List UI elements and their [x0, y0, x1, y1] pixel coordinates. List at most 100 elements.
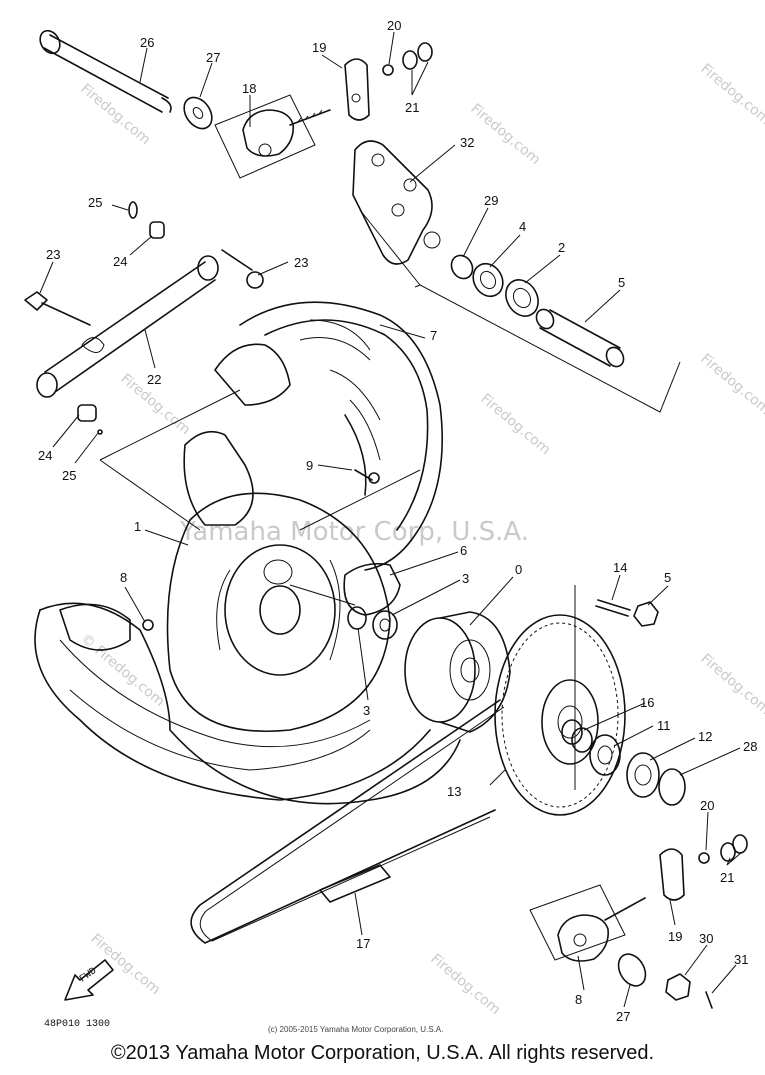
part-label: 8 [120, 570, 127, 585]
watermark: Firedog.com [77, 81, 153, 148]
part-label: 19 [668, 929, 682, 944]
watermark: Firedog.com [697, 651, 765, 718]
collar-29 [450, 254, 474, 280]
spacer-5 [535, 308, 625, 368]
part-label: 4 [519, 219, 526, 234]
part-label: 21 [405, 100, 419, 115]
washer-27 [183, 96, 213, 130]
part-label: 14 [613, 560, 627, 575]
nut-5 [633, 601, 659, 627]
part-label: 3 [363, 703, 370, 718]
plate-19-lower [659, 848, 685, 901]
part-label: 13 [447, 784, 461, 799]
part-label: 17 [356, 936, 370, 951]
part-label: 3 [462, 571, 469, 586]
watermark: Firedog.com [467, 101, 543, 168]
watermark-secondary: © Firedog.com [77, 631, 167, 710]
rear-wheel-1 [34, 430, 461, 805]
nut-30 [665, 973, 691, 1001]
part-label: 7 [430, 328, 437, 343]
collar-3-lower [347, 606, 367, 630]
watermark-center: Yamaha Motor Corp, U.S.A. [179, 517, 529, 547]
bolt-23-left [24, 291, 91, 326]
part-label: 25 [62, 468, 76, 483]
part-label: 18 [242, 81, 256, 96]
part-label: 8 [575, 992, 582, 1007]
part-label: 20 [387, 18, 401, 33]
part-label: 2 [558, 240, 565, 255]
caliper-bracket-32 [352, 140, 441, 265]
part-label: 1 [134, 519, 141, 534]
watermark: Firedog.com [477, 391, 553, 458]
part-label: 11 [657, 718, 671, 733]
leader-outline [359, 209, 681, 413]
collar-28 [658, 768, 686, 806]
clutch-hub-0 [404, 611, 511, 733]
nuts-21-lower [720, 834, 748, 862]
collar-24-lower [77, 404, 97, 422]
axle-26 [39, 29, 172, 113]
bolt-8-upper [142, 619, 154, 631]
sprocket-13 [494, 614, 626, 816]
part-label: 32 [460, 135, 474, 150]
nut-20 [382, 64, 394, 76]
pin-25 [128, 201, 138, 219]
part-label: 29 [484, 193, 498, 208]
part-label: 23 [46, 247, 60, 262]
bolt-23-right [221, 249, 264, 289]
cotter-pin-31 [705, 991, 713, 1009]
part-label: 31 [734, 952, 748, 967]
part-label: 24 [113, 254, 127, 269]
part-label: 30 [699, 931, 713, 946]
damper-6 [343, 562, 401, 616]
part-label: 12 [698, 729, 712, 744]
part-label: 28 [743, 739, 757, 754]
part-label: 6 [460, 543, 467, 558]
copyright-footer: ©2013 Yamaha Motor Corporation, U.S.A. A… [110, 1042, 655, 1064]
part-label: 9 [306, 458, 313, 473]
part-label: 20 [700, 798, 714, 813]
torque-rod-22 [36, 255, 219, 398]
part-label: 24 [38, 448, 52, 463]
bolt-14 [595, 599, 631, 617]
collar-3 [372, 610, 398, 640]
leader-outline [99, 389, 421, 531]
tire-7 [214, 301, 443, 571]
collar-24 [149, 221, 165, 239]
plate-19 [344, 58, 370, 121]
part-label: 5 [664, 570, 671, 585]
nut-20-lower [698, 852, 710, 864]
part-label: 22 [147, 372, 161, 387]
leader-outline [414, 284, 421, 288]
part-label: 0 [515, 562, 522, 577]
part-label: 27 [206, 50, 220, 65]
fwd-arrow-icon: FWD [64, 959, 114, 1001]
part-label: 16 [640, 695, 654, 710]
watermark: Firedog.com [427, 951, 503, 1018]
oil-seal-12 [626, 752, 660, 798]
fwd-label: FWD [78, 966, 99, 985]
collar-16 [561, 719, 593, 753]
part-label: 27 [616, 1009, 630, 1024]
part-label: 25 [88, 195, 102, 210]
chain-adjuster-8 [529, 884, 646, 962]
leader-lines [39, 31, 743, 1008]
part-label: 23 [294, 255, 308, 270]
watermark: Firedog.com [697, 61, 765, 128]
diagram-code: 48P010 1300 [44, 1019, 110, 1030]
pin-25-lower [97, 429, 103, 435]
washer-27-lower [617, 953, 647, 987]
part-label: 21 [720, 870, 734, 885]
part-label: 19 [312, 40, 326, 55]
nuts-21 [402, 42, 433, 70]
drive-chain-17 [190, 699, 505, 944]
chain-adjuster-18 [214, 94, 331, 179]
bearing-2 [505, 279, 539, 317]
bearing-11 [589, 734, 621, 776]
oil-seal-4 [472, 262, 504, 298]
part-numbers: 26 27 19 20 21 18 32 29 4 2 5 25 24 23 2… [38, 18, 757, 1024]
valve-9 [354, 469, 380, 484]
watermark: Firedog.com [697, 351, 765, 418]
part-label: 5 [618, 275, 625, 290]
